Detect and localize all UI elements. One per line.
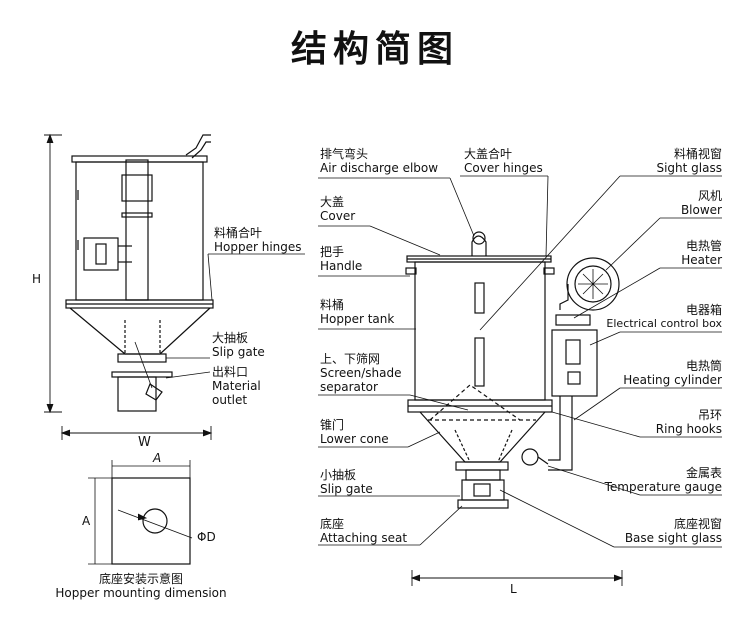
dim-D-label: ΦD <box>197 530 216 544</box>
label-material-outlet: 出料口 Material outlet <box>212 365 261 407</box>
center-left-leaders <box>318 175 549 546</box>
left-dryer-drawing <box>65 134 214 412</box>
dim-W-label: W <box>138 435 151 450</box>
main-dryer-drawing <box>405 231 620 509</box>
mounting-caption: 底座安装示意图 Hopper mounting dimension <box>55 572 227 600</box>
left-leaders <box>165 253 305 379</box>
label-slip-gate-left: 大抽板 Slip gate <box>212 331 265 359</box>
dim-H-label: H <box>32 272 42 286</box>
dim-A-top-label: A <box>153 451 162 465</box>
dim-L-label: L <box>510 582 517 596</box>
page-title: 结构简图 <box>290 29 459 70</box>
dim-H <box>44 133 62 414</box>
right-leaders <box>479 175 722 548</box>
label-hopper-hinges: 料桶合叶 Hopper hinges <box>214 226 302 254</box>
dim-L <box>410 570 624 586</box>
dim-A-side-label: A <box>82 514 91 528</box>
dim-W <box>60 426 213 440</box>
mounting-drawing <box>88 460 193 565</box>
